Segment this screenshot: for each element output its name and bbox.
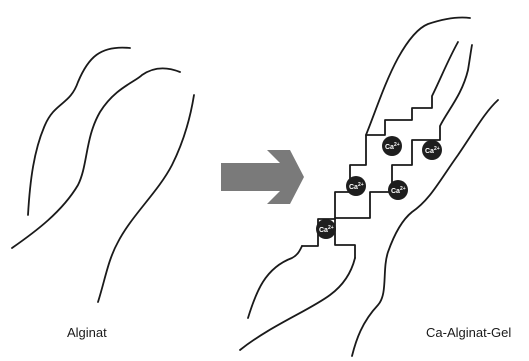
gel-chain-1 (247, 245, 303, 319)
gel-chain-4 (239, 257, 356, 351)
calcium-ion-4: Ca2+ (388, 180, 408, 200)
calcium-ion-5: Ca2+ (422, 140, 442, 160)
calcium-ion-1: Ca2+ (316, 219, 336, 239)
svg-text:Ca2+: Ca2+ (425, 146, 440, 155)
ca-alginate-gel-group: Ca2+ Ca2+ Ca2+ Ca2+ Ca2+ (239, 16, 499, 357)
alginate-chain-3 (97, 94, 195, 303)
alginate-chains-group (11, 46, 195, 303)
calcium-ion-2: Ca2+ (346, 176, 366, 196)
gel-chain-5 (351, 99, 499, 357)
alginate-chain-1 (27, 46, 131, 216)
svg-text:Ca2+: Ca2+ (391, 186, 406, 195)
svg-text:Ca2+: Ca2+ (349, 182, 364, 191)
svg-text:Ca2+: Ca2+ (319, 225, 334, 234)
alginate-label: Alginat (67, 325, 107, 340)
gel-chain-2-junction (301, 41, 459, 247)
gel-chain-3-junction (334, 44, 473, 259)
reaction-arrow (221, 150, 304, 204)
svg-text:Ca2+: Ca2+ (385, 142, 400, 151)
alginate-chain-2 (11, 67, 181, 249)
calcium-ion-3: Ca2+ (382, 136, 402, 156)
ca-alginate-gel-label: Ca-Alginat-Gel (426, 325, 511, 340)
gel-chain-6 (365, 16, 471, 136)
